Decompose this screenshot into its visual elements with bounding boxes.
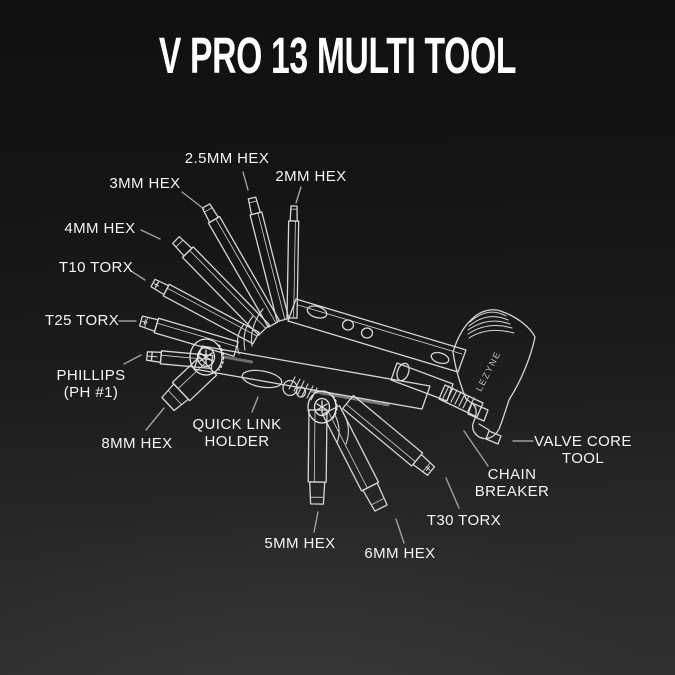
back-plate	[287, 298, 467, 373]
valve-core-foot	[478, 423, 502, 445]
bit-6mm-hex	[321, 405, 388, 512]
quick-link-spring	[288, 376, 318, 401]
label-2mm-hex-leader	[295, 186, 302, 204]
bit-t10-torx	[150, 278, 260, 345]
breaker-hex-collar	[467, 402, 489, 422]
label-4mm-hex-leader	[140, 229, 161, 240]
handle-brand-text: LEZYNE	[474, 349, 503, 393]
label-t10-torx-leader	[130, 270, 146, 281]
bit-8mm-hex	[161, 356, 218, 412]
handle-grip-ridges	[467, 311, 515, 339]
tool-body	[189, 298, 467, 424]
pivot-bolt-left	[189, 338, 225, 376]
tool-bits	[138, 196, 436, 512]
breaker-screw	[438, 384, 484, 418]
front-plate	[193, 345, 431, 410]
label-2-5mm-hex-leader	[242, 171, 249, 191]
breaker-handle	[452, 309, 536, 440]
label-quick-link-holder-leader	[251, 396, 259, 413]
label-8mm-hex-leader	[145, 407, 165, 431]
label-phillips-ph1-leader	[123, 354, 142, 365]
breaker-collar	[396, 362, 410, 382]
page-title: V PRO 13 MULTI TOOL	[158, 27, 517, 84]
bit-4mm-hex	[172, 236, 271, 336]
chain-breaker: LEZYNE	[390, 309, 536, 445]
fold-arcs	[236, 308, 349, 445]
label-t30-torx-leader	[445, 477, 460, 509]
label-chain-breaker-leader	[463, 430, 489, 467]
breaker-beam	[390, 362, 454, 402]
leader-lines	[118, 171, 534, 544]
bit-5mm-hex	[307, 409, 328, 505]
breaker-screw-threads	[442, 385, 475, 412]
bit-3mm-hex	[201, 203, 281, 328]
bit-2-5mm-hex	[247, 196, 290, 323]
label-6mm-hex-leader	[395, 518, 405, 544]
pivot-bolt-right	[307, 390, 338, 424]
label-5mm-hex-leader	[313, 511, 319, 533]
bit-2mm-hex	[286, 205, 300, 319]
label-3mm-hex-leader	[181, 191, 205, 210]
bit-t30-torx	[341, 394, 436, 476]
